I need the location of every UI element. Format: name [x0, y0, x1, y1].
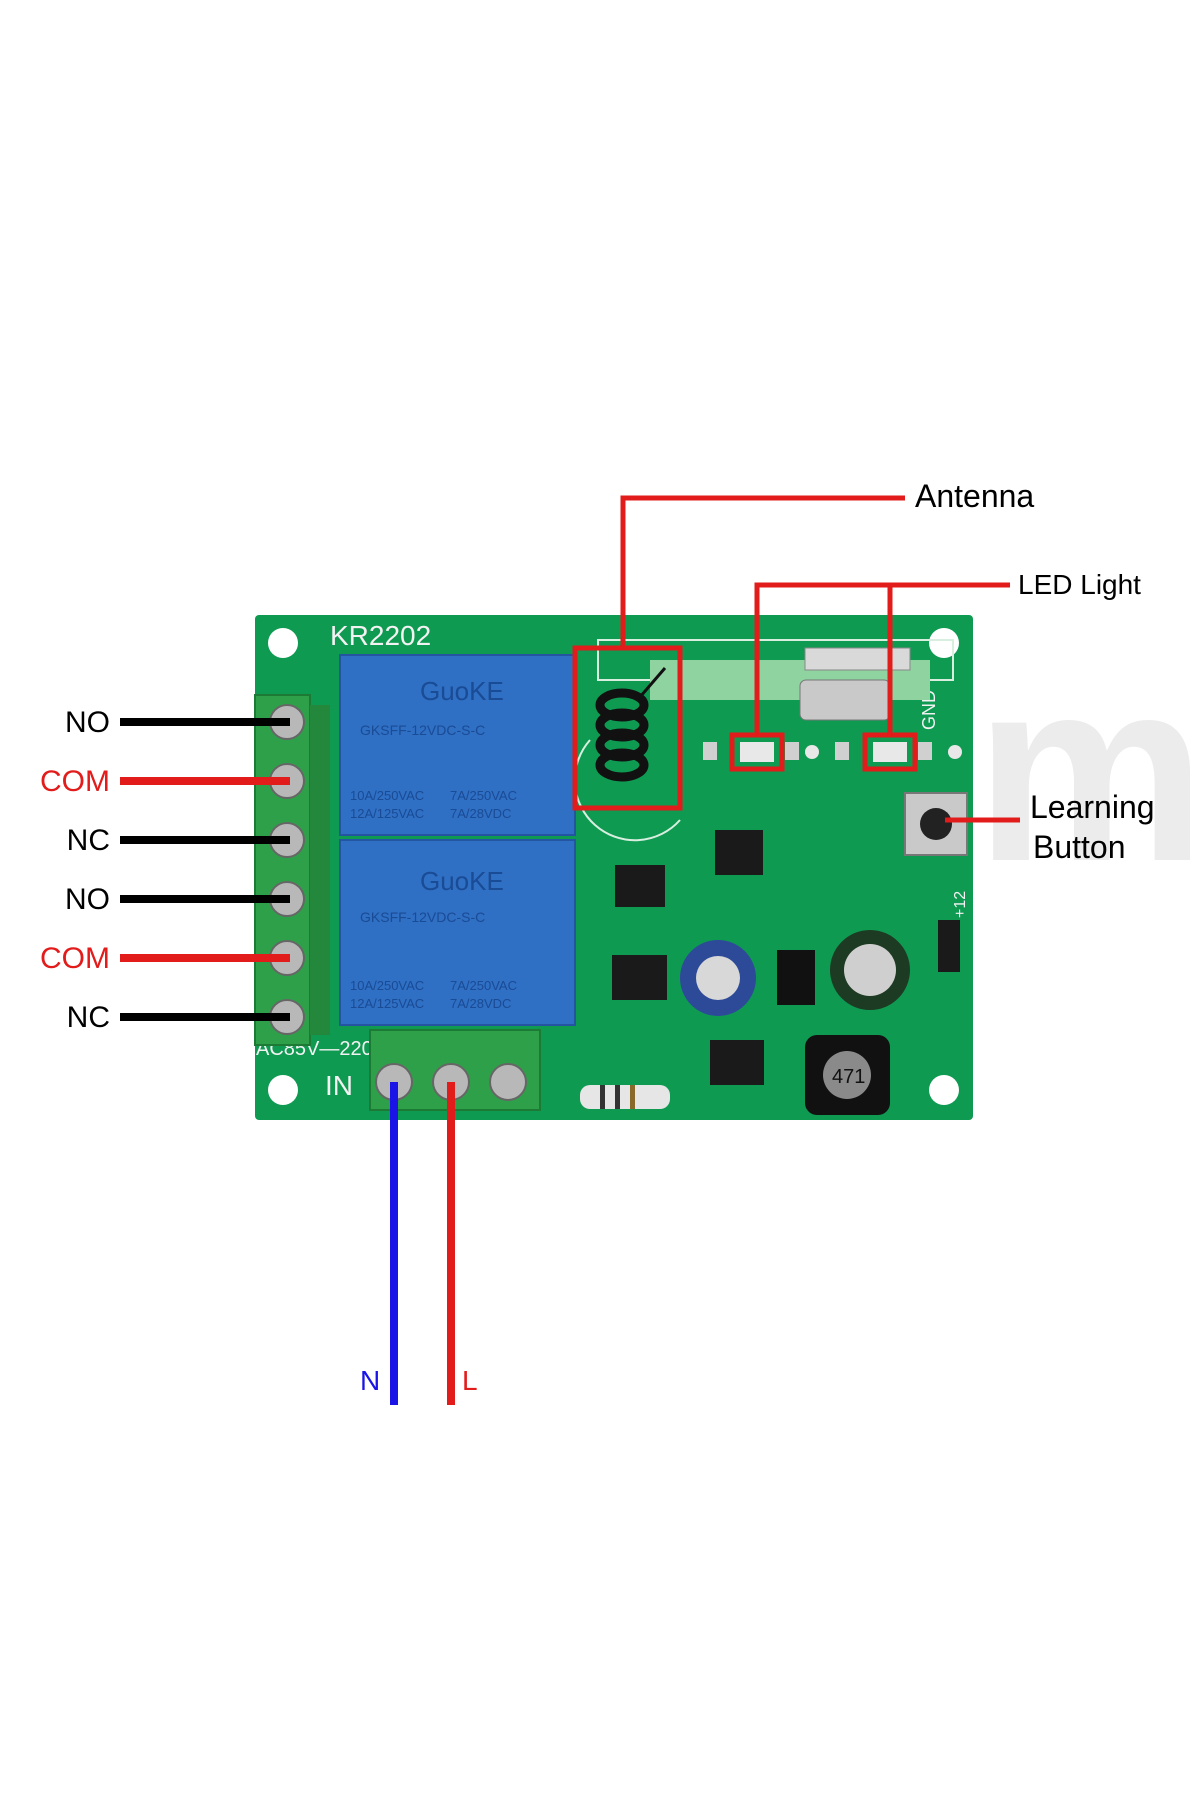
ic-chip	[612, 830, 764, 1085]
relay-rating: 7A/28VDC	[450, 806, 511, 821]
input-print: IN	[325, 1070, 353, 1101]
terminal-wires: NO COM NC NO COM NC	[40, 706, 290, 1034]
terminal-label: NO	[65, 706, 110, 739]
mount-hole	[268, 628, 298, 658]
terminal-label: COM	[40, 942, 110, 975]
learning-button-label: Learning	[1030, 789, 1155, 825]
learning-button-label: Button	[1033, 829, 1126, 865]
relay-rating: 10A/250VAC	[350, 978, 424, 993]
led-2	[873, 742, 907, 762]
plus12-print: +12	[952, 891, 969, 918]
relay-model-print: GKSFF-12VDC-S-C	[360, 722, 485, 738]
live-label: L	[462, 1365, 478, 1396]
antenna-coil	[595, 667, 667, 782]
learning-button[interactable]	[904, 792, 968, 856]
antenna-label: Antenna	[915, 478, 1034, 514]
mount-hole	[929, 628, 959, 658]
resistor	[580, 1085, 670, 1109]
antenna-callout	[572, 495, 905, 811]
inductor-print: 471	[832, 1066, 865, 1088]
relay-2: GuoKE GKSFF-12VDC-S-C 10A/250VAC 12A/125…	[339, 839, 576, 1026]
relay-1: GuoKE GKSFF-12VDC-S-C 10A/250VAC 12A/125…	[339, 654, 576, 836]
terminal-label: COM	[40, 765, 110, 798]
mount-hole	[929, 1075, 959, 1105]
relay-rating: 7A/28VDC	[450, 996, 511, 1011]
led-light-callout	[729, 582, 1010, 772]
relay-rating: 7A/250VAC	[450, 978, 517, 993]
mount-hole	[268, 1075, 298, 1105]
diode	[938, 920, 960, 972]
watermark: m	[975, 626, 1200, 916]
relay-brand: GuoKE	[420, 676, 504, 706]
neutral-label: N	[360, 1365, 380, 1396]
inductor: 471	[805, 1035, 890, 1115]
relay-model-print: GKSFF-12VDC-S-C	[360, 909, 485, 925]
relay-brand: GuoKE	[420, 866, 504, 896]
input-screw	[489, 1063, 527, 1101]
terminal-label: NO	[65, 883, 110, 916]
led-1	[740, 742, 774, 762]
relay-rating: 12A/125VAC	[350, 996, 424, 1011]
board-model-label: KR2202	[330, 620, 431, 651]
terminal-label: NC	[67, 1001, 110, 1034]
relay-rating: 12A/125VAC	[350, 806, 424, 821]
output-terminal-block	[254, 694, 330, 1046]
relay-rating: 10A/250VAC	[350, 788, 424, 803]
led-light-label: LED Light	[1018, 569, 1141, 600]
terminal-label: NC	[67, 824, 110, 857]
relay-rating: 7A/250VAC	[450, 788, 517, 803]
